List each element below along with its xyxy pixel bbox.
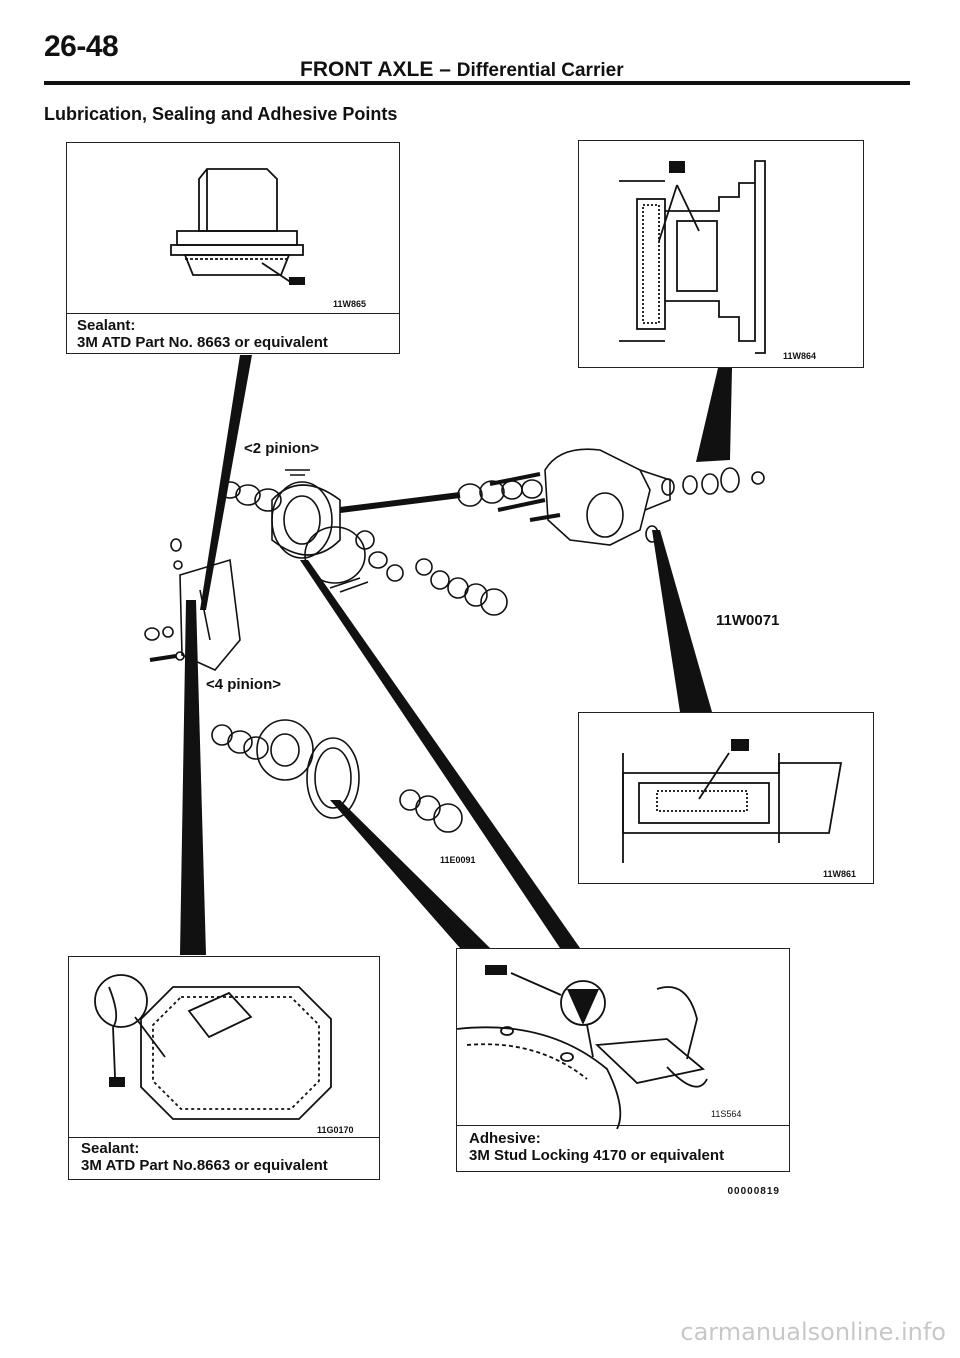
adhesive-illustration [457,965,708,1129]
footer-code: 00000819 [727,1186,780,1197]
page-number: 26-48 [44,30,119,63]
four-pinion-label: <4 pinion> [206,676,282,693]
seal-detail-illustration [170,168,305,285]
header-rule [44,81,910,85]
bottom-left-caption-spec: 3M ATD Part No.8663 or equivalent [81,1157,328,1174]
bottom-left-fig-code: 11G0170 [317,1125,354,1135]
pinion-seal-illustration [619,160,766,354]
bottom-right-caption-spec: 3M Stud Locking 4170 or equivalent [469,1147,725,1164]
bottom-left-detail: 11G0170 Sealant: 3M ATD Part No.8663 or … [68,956,380,1180]
top-left-caption-label: Sealant: [77,317,136,334]
top-right-detail: 11W864 [578,140,864,368]
header-title: FRONT AXLE – Differential Carrier [300,58,624,82]
bottom-right-caption-label: Adhesive: [469,1130,541,1147]
top-left-caption-spec: 3M ATD Part No. 8663 or equivalent [77,334,328,351]
rear-cover [144,538,241,671]
cover-sealant-illustration [94,974,332,1120]
two-pinion-assembly [219,469,543,616]
top-right-fig-code: 11W864 [783,351,817,361]
carrier-housing [489,448,765,546]
top-left-fig-code: 11W865 [333,299,367,309]
section-title: Lubrication, Sealing and Adhesive Points [44,104,398,124]
middle-right-fig-code: 11W861 [823,869,857,879]
main-fig-code: 11W0071 [716,612,780,629]
bottom-right-separator [457,1125,789,1126]
exploded-fig-code: 11E0091 [440,855,476,865]
four-pinion-assembly [211,719,463,833]
header-title-sub: Differential Carrier [456,60,624,81]
bottom-right-detail: 11S564 Adhesive: 3M Stud Locking 4170 or… [456,948,790,1172]
bottom-left-separator [69,1137,379,1138]
top-left-separator [67,313,399,314]
bottom-left-caption-label: Sealant: [81,1140,140,1157]
header-title-main: FRONT AXLE – [300,58,451,81]
middle-right-detail: 11W861 [578,712,874,884]
two-pinion-label: <2 pinion> [244,440,320,457]
side-seal-illustration [622,739,843,863]
top-left-detail: 11W865 Sealant: 3M ATD Part No. 8663 or … [66,142,400,354]
bottom-right-fig-code: 11S564 [711,1109,742,1119]
watermark: carmanualsonline.info [680,1318,946,1346]
